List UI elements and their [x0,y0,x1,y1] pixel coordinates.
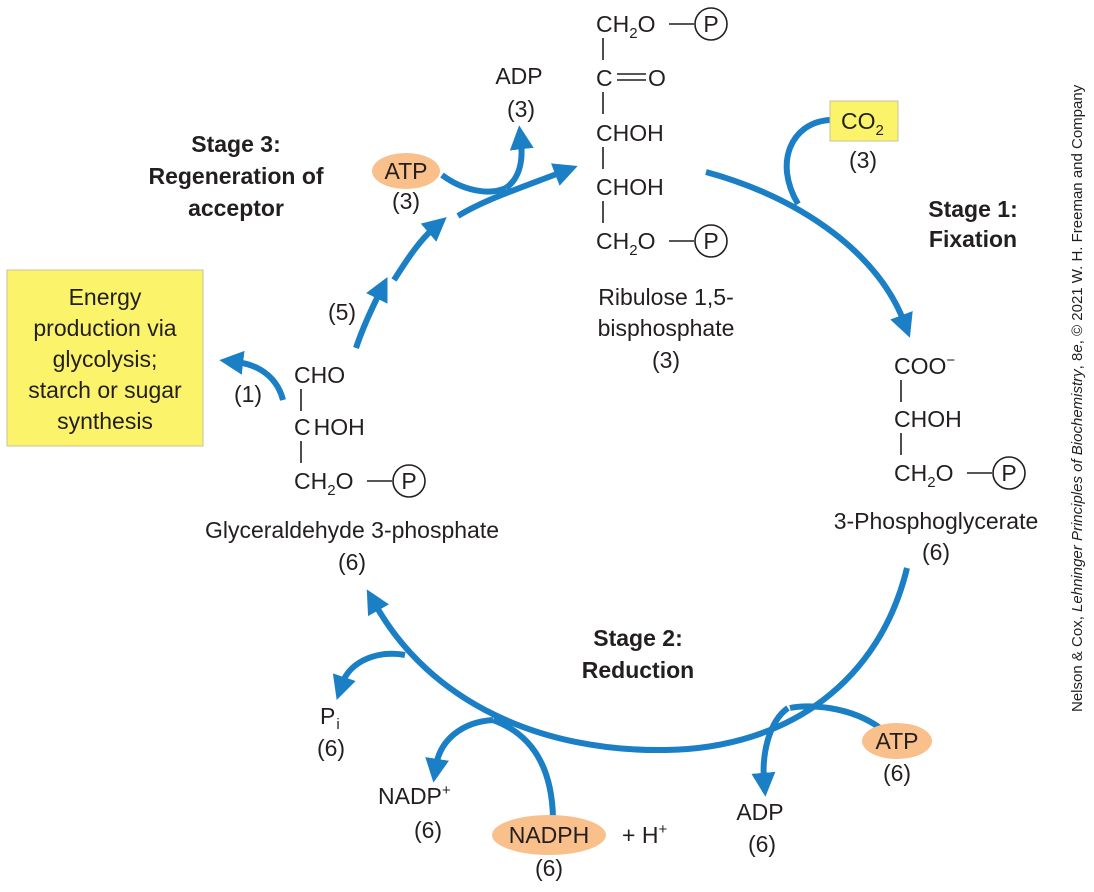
pga-c1-group: COO− [894,352,955,379]
g3p-c3-group: CH2O [294,468,353,499]
rubp-c1-group: CH2O [596,11,655,42]
svg-text:Reduction: Reduction [582,657,694,683]
svg-text:Stage 3:: Stage 3: [191,131,280,157]
atp-label-stage3: ATP [384,158,427,184]
rubp-name-line2: bisphosphate [598,315,735,341]
pga-c3-group: CH2O [894,460,953,491]
adp-output-arrow-stage3 [504,125,534,191]
pi-label: Pi [320,703,340,733]
svg-text:P: P [401,468,416,494]
phosphoglycerate-structure: COO− CHOH CH2O P 3-Phosphoglycerate (6) [834,352,1039,565]
svg-text:Regeneration of: Regeneration of [148,163,323,189]
energy-line-3: glycolysis; [53,346,158,372]
h-plus-label: + H+ [622,821,667,848]
adp-label-stage2: ADP [736,799,783,825]
g3p-c1-group: CHO [294,362,345,388]
svg-text:Stage 1:: Stage 1: [928,196,1017,222]
energy-box: Energy production via glycolysis; starch… [6,269,204,447]
co2-box: CO2 (3) [829,100,899,173]
adp-count-stage2: (6) [748,831,776,857]
co2-count: (3) [849,147,877,173]
cycle-arrows [219,117,913,819]
svg-text:P: P [703,11,718,37]
nadph-input-arrow [491,717,556,819]
rubp-c2-carbon: C [596,65,613,91]
pi-output-arrow [332,650,406,700]
adp-count-stage3: (3) [507,96,535,122]
phosphate-icon: P [694,224,728,258]
pga-count: (6) [922,539,950,565]
atp-count-stage3: (3) [392,188,420,214]
step5-count: (5) [328,299,356,325]
stage3-title: Stage 3: Regeneration of acceptor [148,131,323,221]
g3p-name: Glyceraldehyde 3-phosphate [205,517,499,543]
nadph-label: NADPH [509,822,590,848]
adp-label-stage3: ADP [495,63,542,89]
atp-count-stage2: (6) [883,760,911,786]
pga-name: 3-Phosphoglycerate [834,508,1039,534]
energy-line-4: starch or sugar [28,377,182,403]
stage2-title: Stage 2: Reduction [582,625,694,683]
energy-branch-arrow [219,350,286,401]
copyright-credit: Nelson & Cox, Lehninger Principles of Bi… [1069,84,1086,712]
rubp-c2-oxygen: O [648,65,666,91]
atp-input-arrow-stage3 [440,172,508,195]
ribulose-bisphosphate-structure: CH2O P C O CHOH CHOH CH2O P Ribulose 1,5… [596,7,735,373]
nadph-oval: NADPH (6) + H+ [492,815,667,881]
energy-line-5: synthesis [57,408,153,434]
pi-count: (6) [317,735,345,761]
svg-text:P: P [1001,460,1016,486]
nadp-output-arrow [425,717,494,783]
co2-input-arrow [783,117,831,206]
reduction-arc-arrow [366,567,910,754]
atp-oval-stage2: ATP (6) [862,723,932,786]
nadph-count: (6) [535,855,563,881]
svg-text:acceptor: acceptor [188,195,284,221]
phosphate-icon: P [992,456,1026,490]
energy-line-2: production via [33,315,176,341]
svg-text:Stage 2:: Stage 2: [593,625,682,651]
g3p-count: (6) [338,549,366,575]
co2-label: CO2 [841,108,884,139]
energy-branch-count: (1) [234,381,262,407]
atp-input-arrow-stage2 [789,703,882,731]
energy-line-1: Energy [69,284,142,310]
adp-output-arrow-stage2 [751,705,790,797]
regeneration-arrow-seg1 [353,276,388,349]
nadp-label: NADP+ [378,782,451,809]
regeneration-arrow-seg3 [456,163,578,219]
pga-c2-group: CHOH [894,406,962,432]
nadp-count: (6) [414,817,442,843]
phosphate-icon: P [392,464,426,498]
phosphate-icon: P [694,7,728,41]
svg-text:P: P [703,228,718,254]
atp-oval-stage3: ATP (3) [372,153,440,214]
regeneration-arrow-seg2 [391,217,447,282]
rubp-name-line1: Ribulose 1,5- [598,284,734,310]
rubp-c5-group: CH2O [596,228,655,259]
rubp-c4-group: CHOH [596,174,664,200]
atp-label-stage2: ATP [875,728,918,754]
fixation-arc-arrow [705,169,913,338]
rubp-c3-group: CHOH [596,120,664,146]
rubp-count: (3) [652,347,680,373]
svg-text:Fixation: Fixation [929,226,1017,252]
stage1-title: Stage 1: Fixation [928,196,1017,252]
